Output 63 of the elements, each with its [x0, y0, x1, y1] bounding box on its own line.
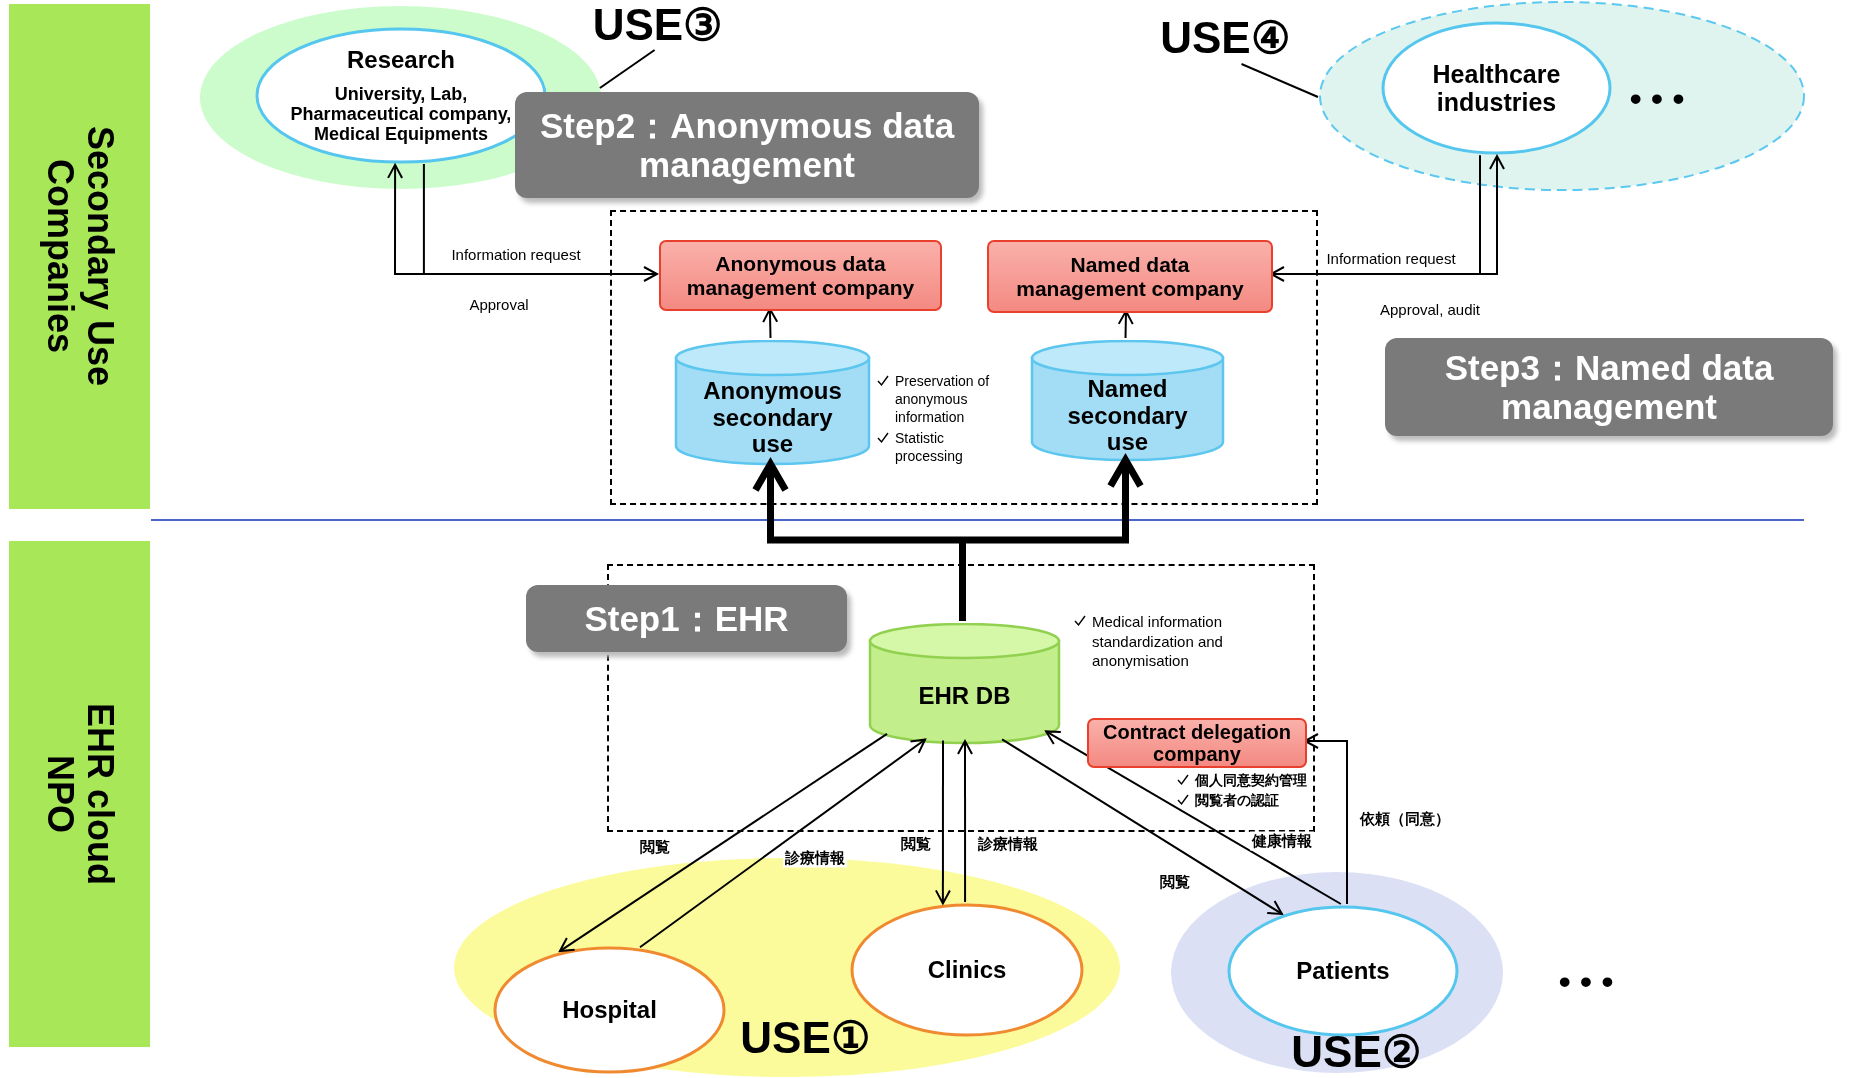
- arrow: [387, 163, 658, 275]
- node-label: Step2：Anonymous data management: [538, 105, 956, 185]
- arrow: [1304, 733, 1348, 905]
- company-box: [1087, 718, 1307, 768]
- step-banner: [515, 92, 979, 198]
- use-label: USE③: [585, 0, 730, 50]
- bullet-text: 個人同意契約管理: [1195, 771, 1307, 790]
- node-label: USE②: [1291, 1030, 1421, 1074]
- company-box: [987, 240, 1273, 313]
- organization-ellipse: [1380, 20, 1613, 156]
- node-label: Anonymous data management company: [685, 252, 916, 299]
- arrow: [762, 308, 779, 339]
- database-cylinder: [868, 623, 1061, 745]
- step-banner: [1385, 338, 1833, 436]
- arrow: [934, 739, 951, 905]
- arrow: [1045, 730, 1342, 905]
- group-ellipse: [1318, 0, 1806, 192]
- arrow: [558, 732, 888, 953]
- node-label: Contract delegation company: [1102, 720, 1292, 766]
- node-label: Hospital: [562, 996, 657, 1024]
- organization-ellipse: [492, 945, 727, 1075]
- node-description: University, Lab, Pharmaceutical company, Medical Equipments: [289, 83, 513, 145]
- leader-line: [598, 49, 656, 89]
- bullet-text: Medical information standardization and anonymisation: [1092, 612, 1224, 671]
- category-band: [9, 4, 150, 509]
- arrow: [422, 163, 658, 282]
- node-label: Step1：EHR: [584, 598, 789, 639]
- arrow: [1117, 310, 1134, 339]
- edge-label: 閲覧: [1158, 872, 1192, 892]
- arrow: [957, 740, 973, 903]
- node-label: USE①: [740, 1016, 870, 1060]
- node-label: Named data management company: [1015, 253, 1245, 300]
- ellipsis-dots: • • •: [1558, 964, 1614, 998]
- edge-label: 診療情報: [783, 848, 847, 868]
- bullet-text: Statistic processing: [895, 428, 964, 465]
- edge-label: 健康情報: [1250, 831, 1314, 851]
- dashed-frame: [610, 210, 1318, 505]
- node-label: EHR DB: [918, 682, 1011, 710]
- category-band: [9, 541, 150, 1047]
- edge-label: 閲覧: [638, 837, 672, 857]
- node-label: EHR cloud NPO: [39, 702, 120, 887]
- leader-line: [1240, 63, 1319, 98]
- ellipsis-dots: • • •: [1629, 81, 1685, 115]
- bullet-text: 閲覧者の認証: [1195, 791, 1279, 810]
- node-label: Research: [346, 46, 456, 74]
- arrow: [1001, 738, 1283, 915]
- arrow: [1270, 154, 1481, 282]
- node-label: Healthcare industries: [1431, 60, 1562, 116]
- bullet-text: Preservation of anonymous information: [895, 372, 991, 427]
- edge-label: 閲覧: [899, 834, 933, 854]
- arrow: [639, 738, 927, 949]
- node-label: Clinics: [927, 956, 1007, 984]
- database-cylinder: [674, 340, 871, 466]
- edge-label: 診療情報: [976, 834, 1040, 854]
- node-label: Anonymous secondary use: [702, 377, 843, 459]
- node-label: Patients: [1296, 957, 1390, 985]
- node-label: Secondary Use Companies: [39, 125, 120, 389]
- database-cylinder: [1030, 340, 1225, 462]
- company-box: [659, 240, 942, 311]
- use-label: USE④: [1150, 12, 1300, 64]
- node-label: Named secondary use: [1066, 375, 1189, 457]
- node-label: Step3：Named data management: [1443, 347, 1775, 427]
- step-banner: [526, 585, 847, 652]
